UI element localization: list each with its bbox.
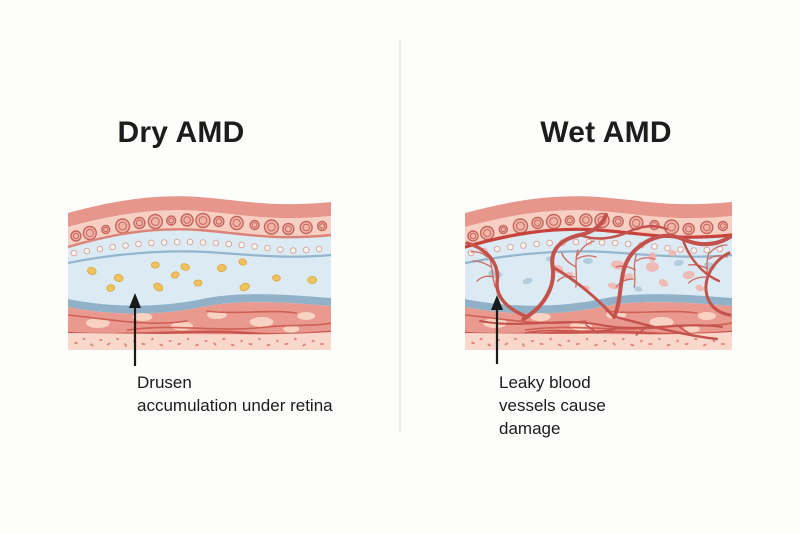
dry-amd-annotation-arrow <box>129 293 141 366</box>
dry-amd-retina-illustration <box>68 195 331 350</box>
dry-amd-label-line: accumulation under retina <box>137 396 333 415</box>
leaky-blood-vessels <box>465 213 732 341</box>
dry-amd-title: Dry AMD <box>117 116 245 149</box>
wet-amd-label-line: vessels cause <box>499 396 606 415</box>
wet-amd-label-line: Leaky blood <box>499 373 591 392</box>
wet-amd-retina-illustration <box>465 195 732 350</box>
wet-amd-annotation-arrow <box>491 295 503 364</box>
panel-divider <box>399 40 401 432</box>
damaged-membrane-line <box>465 227 732 249</box>
dry-amd-label-line: Drusen <box>137 373 192 392</box>
wet-amd-annotation-label: Leaky blood vessels cause damage <box>499 371 606 440</box>
drusen-deposits <box>87 258 318 292</box>
dry-amd-annotation-label: Drusen accumulation under retina <box>137 371 333 417</box>
wet-amd-label-line: damage <box>499 419 561 438</box>
wet-amd-title: Wet AMD <box>540 116 672 149</box>
